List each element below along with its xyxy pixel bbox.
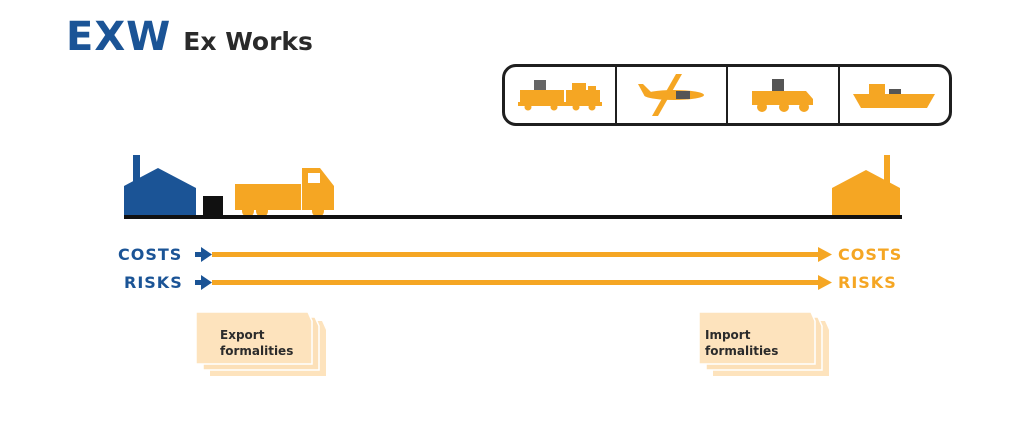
transport-cell-truck <box>728 67 840 123</box>
goods-box-icon <box>203 196 223 216</box>
export-formalities-text: Export formalities <box>220 327 293 359</box>
import-line-2: formalities <box>705 344 779 358</box>
incoterm-code: EXW <box>66 14 172 60</box>
seller-costs-label: COSTS <box>118 245 183 264</box>
incoterm-name: Ex Works <box>183 27 313 56</box>
export-line-1: Export <box>220 328 265 342</box>
page-title: EXW Ex Works <box>66 14 313 60</box>
transport-cell-train <box>505 67 617 123</box>
transport-cell-airplane <box>617 67 728 123</box>
ground-line <box>124 215 902 219</box>
buyer-costs-label: COSTS <box>838 245 903 264</box>
pickup-truck-icon <box>235 168 334 217</box>
import-line-1: Import <box>705 328 751 342</box>
import-formalities-text: Import formalities <box>705 327 778 359</box>
risks-transfer-arrow <box>195 275 832 290</box>
transport-cell-ship <box>840 67 950 123</box>
seller-risks-label: RISKS <box>124 273 183 292</box>
train-icon <box>517 80 602 111</box>
buyer-building-icon <box>832 155 900 216</box>
import-documents-icon <box>698 311 829 376</box>
truck-icon <box>751 79 813 112</box>
buyer-risks-label: RISKS <box>838 273 897 292</box>
export-documents-icon <box>195 311 326 376</box>
ship-icon <box>853 84 936 108</box>
export-line-2: formalities <box>220 344 294 358</box>
costs-transfer-arrow <box>195 247 832 262</box>
airplane-icon <box>638 74 705 116</box>
seller-factory-icon <box>124 155 196 216</box>
transport-modes-panel <box>502 64 952 126</box>
